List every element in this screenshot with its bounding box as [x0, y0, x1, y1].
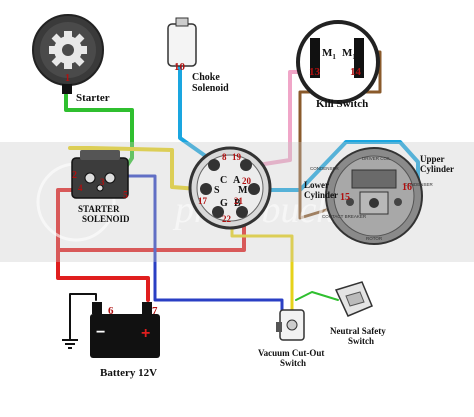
terminal-label-g: G [220, 198, 228, 209]
kill-switch-label: Kill Switch [316, 98, 368, 110]
upper-cylinder-label-line2: Cylinder [420, 164, 454, 174]
neutral-safety-switch: Neutral Safety Switch [330, 281, 386, 346]
starter-label: Starter [76, 92, 110, 104]
terminal-label-m: M [238, 185, 248, 196]
starter-solenoid-label-line1: STARTER [78, 204, 120, 214]
starter-solenoid-label-line2: SOLENOID [82, 214, 130, 224]
wire-number-15: 15 [340, 192, 350, 203]
choke-label-line2: Solenoid [192, 83, 229, 94]
stator-condenser-right: CONDENSER [404, 182, 434, 187]
stator-driver-coil: DRIVER COIL [362, 156, 391, 161]
choke-solenoid: 10 Choke Solenoid [167, 17, 229, 94]
wire-green-starter [64, 93, 134, 172]
neutral-switch-label-line1: Neutral Safety [330, 326, 386, 336]
wire-number-21: 21 [234, 196, 244, 206]
wire-number-22: 22 [222, 214, 232, 224]
battery: − + 6 7 Battery 12V [62, 302, 160, 379]
vacuum-switch-label-line1: Vacuum Cut-Out [258, 348, 324, 358]
wire-number-4: 4 [78, 183, 83, 193]
wire-number-1: 1 [65, 73, 70, 84]
terminal-label-a: A [233, 175, 241, 186]
wire-red [56, 188, 150, 302]
wire-number-8: 8 [222, 152, 227, 162]
wire-number-16: 16 [402, 182, 412, 193]
wire-number-13: 13 [309, 66, 321, 78]
neutral-switch-label-line2: Switch [348, 336, 374, 346]
wire-number-3: 3 [100, 177, 105, 187]
wire-number-5: 5 [123, 190, 128, 201]
wire-yellow [68, 146, 200, 191]
terminal-c [208, 159, 220, 171]
terminal-a [240, 159, 252, 171]
starter-solenoid: 2 3 4 5 STARTER SOLENOID [71, 150, 130, 224]
choke-label-line1: Choke [192, 72, 220, 83]
wire-number-14: 14 [350, 66, 362, 78]
kill-switch-m2: M1 [342, 47, 356, 61]
lower-cylinder-label-line1: Lower [304, 180, 329, 190]
wire-neutral [295, 291, 339, 301]
terminal-label-c: C [220, 175, 227, 186]
terminal-b [236, 206, 248, 218]
wire-number-2: 2 [72, 170, 77, 181]
wire-number-17: 17 [198, 196, 208, 206]
gear-icon [49, 31, 87, 69]
wire-number-19: 19 [232, 152, 242, 162]
wire-cyan-choke [178, 63, 216, 164]
stator-contact-breaker: CONTACT BREAKER [322, 214, 367, 219]
upper-cylinder-label-line1: Upper [420, 154, 445, 164]
stator-condenser-left: CONDENSER [310, 166, 340, 171]
wire-number-7: 7 [152, 305, 158, 317]
terminal-m [248, 183, 260, 195]
terminal-s [200, 183, 212, 195]
terminal-label-b: B [234, 198, 241, 209]
wire-blue [116, 174, 284, 314]
stator-assembly: CONDENSER CONDENSER DRIVER COIL CONTACT … [304, 147, 454, 245]
vacuum-switch-label-line2: Switch [280, 358, 306, 368]
wire-number-6: 6 [108, 305, 114, 317]
wire-black-ground [69, 293, 97, 341]
terminal-label-s: S [214, 185, 220, 196]
ignition-switch: C A S M G B 8 19 20 17 22 21 [188, 146, 272, 230]
terminal-g [212, 206, 224, 218]
wire-number-20: 20 [242, 176, 252, 186]
vacuum-cut-out-switch: Vacuum Cut-Out Switch [258, 309, 324, 368]
wire-red-ignition-b [56, 220, 246, 252]
starter-motor: 1 Starter [32, 14, 110, 104]
lower-cylinder-label-line2: Cylinder [304, 190, 338, 200]
wire-number-10: 10 [174, 61, 186, 73]
kill-switch-m1: M1 [322, 47, 336, 61]
ground-icon [62, 339, 78, 349]
battery-label: Battery 12V [100, 367, 157, 379]
kill-switch: M1 M1 13 14 Kill Switch [296, 20, 380, 110]
battery-plus-icon: + [141, 325, 150, 342]
stator-rotor: ROTOR [366, 236, 383, 241]
battery-minus-icon: − [96, 324, 105, 341]
